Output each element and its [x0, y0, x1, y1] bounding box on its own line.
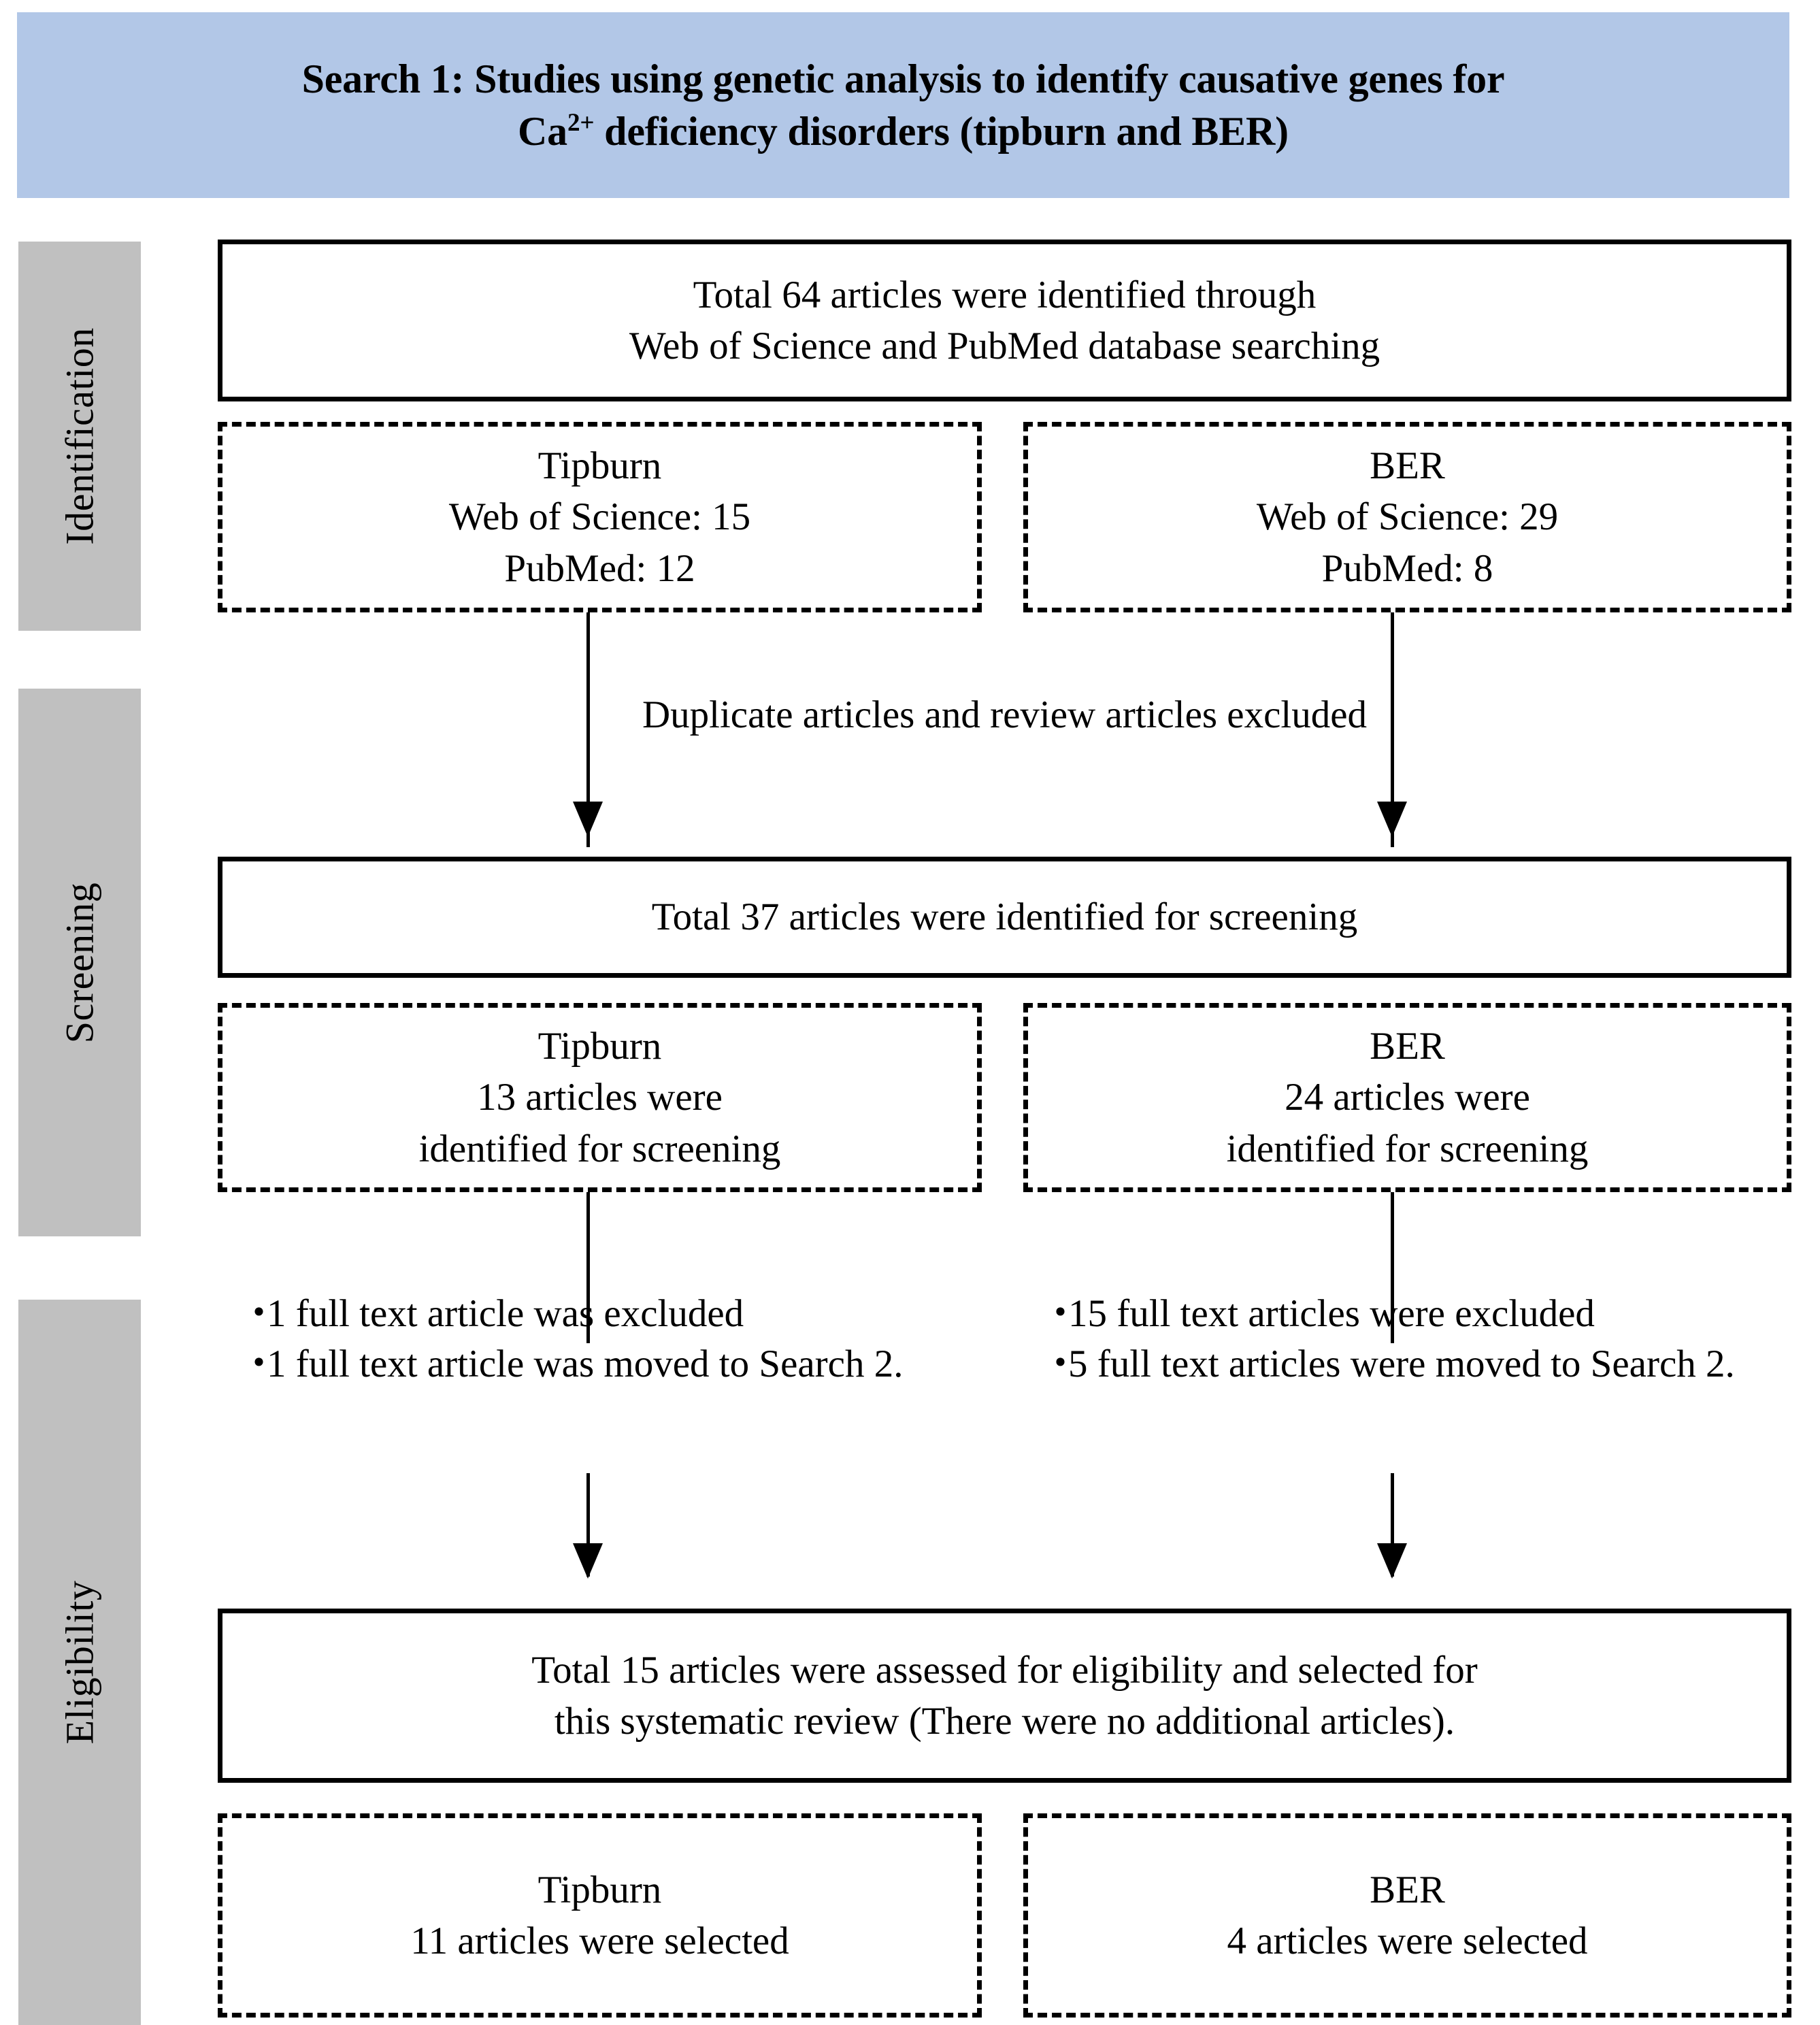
connector-line-ber-lower	[1391, 745, 1394, 847]
connector-line-tipburn-eligibility-lower	[586, 1473, 590, 1577]
total-screening-line-1: Total 37 articles were identified for sc…	[651, 895, 1358, 939]
connector-line-ber-eligibility-lower	[1391, 1473, 1394, 1577]
tipburn-screening-title: Tipburn	[537, 1025, 662, 1068]
box-tipburn-identification-text: Tipburn Web of Science: 15 PubMed: 12	[435, 436, 764, 598]
exclusion-item-ber-1: ・ 15 full text articles were excluded	[1041, 1289, 1796, 1339]
stage-band-eligibility: Eligibility	[18, 1300, 141, 2025]
stage-label-screening: Screening	[57, 882, 102, 1043]
diagram-title-text: Search 1: Studies using genetic analysis…	[261, 53, 1546, 158]
tipburn-identification-wos: Web of Science: 15	[448, 495, 751, 539]
bullet-dot-icon: ・	[239, 1292, 278, 1335]
stage-band-screening: Screening	[18, 689, 141, 1236]
tipburn-selected-line-1: 11 articles were selected	[410, 1920, 789, 1962]
box-ber-selected-text: BER 4 articles were selected	[1213, 1860, 1601, 1971]
exclusion-item-ber-2: ・ 5 full text articles were moved to Sea…	[1041, 1339, 1796, 1389]
bullet-dot-icon: ・	[239, 1343, 278, 1386]
box-tipburn-screening-text: Tipburn 13 articles were identified for …	[406, 1017, 795, 1179]
title-line-2-suffix: deficiency disorders (tipburn and BER)	[594, 108, 1289, 154]
exclusion-item-tipburn-2-text: 1 full text article was moved to Search …	[267, 1343, 904, 1386]
connector-line-ber-eligibility-upper	[1391, 1192, 1394, 1343]
box-total-eligibility-text: Total 15 articles were assessed for elig…	[518, 1641, 1491, 1751]
arrowhead-ber-to-eligibility	[1377, 1543, 1407, 1579]
box-tipburn-selected-text: Tipburn 11 articles were selected	[397, 1860, 803, 1971]
exclusion-item-tipburn-1: ・ 1 full text article was excluded	[239, 1289, 981, 1339]
tipburn-screening-line-1: 13 articles were	[477, 1076, 723, 1119]
title-line-1: Search 1: Studies using genetic analysis…	[301, 56, 1505, 101]
box-ber-screening: BER 24 articles were identified for scre…	[1023, 1003, 1791, 1192]
tipburn-identification-title: Tipburn	[537, 444, 662, 488]
arrowhead-ber-to-screening	[1377, 802, 1407, 837]
ber-identification-pubmed: PubMed: 8	[1321, 546, 1493, 590]
box-tipburn-selected: Tipburn 11 articles were selected	[218, 1813, 982, 2018]
exclusion-item-ber-2-text: 5 full text articles were moved to Searc…	[1068, 1343, 1735, 1386]
connector-line-tipburn-eligibility-upper	[586, 1192, 590, 1343]
box-ber-selected: BER 4 articles were selected	[1023, 1813, 1791, 2018]
exclusion-item-tipburn-2: ・ 1 full text article was moved to Searc…	[239, 1339, 981, 1389]
ber-selected-line-1: 4 articles were selected	[1227, 1920, 1588, 1962]
title-line-2-prefix: Ca	[518, 108, 567, 154]
exclusion-item-ber-1-text: 15 full text articles were excluded	[1068, 1292, 1595, 1335]
exclusion-list-tipburn: ・ 1 full text article was excluded ・ 1 f…	[239, 1289, 981, 1389]
box-total-eligibility: Total 15 articles were assessed for elig…	[218, 1609, 1791, 1783]
bullet-dot-icon: ・	[1041, 1343, 1080, 1386]
bullet-dot-icon: ・	[1041, 1292, 1080, 1335]
box-tipburn-identification: Tipburn Web of Science: 15 PubMed: 12	[218, 422, 982, 612]
arrowhead-tipburn-to-eligibility	[573, 1543, 603, 1579]
box-tipburn-screening: Tipburn 13 articles were identified for …	[218, 1003, 982, 1192]
diagram-title-banner: Search 1: Studies using genetic analysis…	[17, 12, 1789, 198]
ber-selected-title: BER	[1370, 1868, 1445, 1911]
box-ber-identification: BER Web of Science: 29 PubMed: 8	[1023, 422, 1791, 612]
box-total-identified-text: Total 64 articles were identified throug…	[616, 265, 1393, 376]
exclusion-caption-duplicates: Duplicate articles and review articles e…	[642, 693, 1368, 736]
box-ber-screening-text: BER 24 articles were identified for scre…	[1213, 1017, 1602, 1179]
box-ber-identification-text: BER Web of Science: 29 PubMed: 8	[1243, 436, 1572, 598]
ber-screening-line-2: identified for screening	[1226, 1127, 1589, 1170]
exclusion-list-ber: ・ 15 full text articles were excluded ・ …	[1041, 1289, 1796, 1389]
ber-screening-line-1: 24 articles were	[1285, 1076, 1530, 1119]
total-eligibility-line-1: Total 15 articles were assessed for elig…	[531, 1648, 1478, 1692]
total-identified-line-2: Web of Science and PubMed database searc…	[629, 325, 1380, 367]
title-superscript-charge: 2+	[567, 108, 595, 137]
box-total-screening-text: Total 37 articles were identified for sc…	[638, 887, 1371, 946]
stage-label-eligibility: Eligibility	[57, 1580, 102, 1745]
connector-line-tipburn-lower	[586, 745, 590, 847]
box-total-identified: Total 64 articles were identified throug…	[218, 240, 1791, 401]
connector-line-tipburn-upper	[586, 612, 590, 745]
ber-screening-title: BER	[1370, 1025, 1445, 1068]
ber-identification-wos: Web of Science: 29	[1256, 495, 1559, 539]
stage-label-identification: Identification	[57, 327, 102, 545]
tipburn-selected-title: Tipburn	[537, 1868, 662, 1911]
total-eligibility-line-2: this systematic review (There were no ad…	[554, 1700, 1455, 1743]
ber-identification-title: BER	[1370, 444, 1445, 488]
tipburn-screening-line-2: identified for screening	[418, 1127, 781, 1170]
stage-band-identification: Identification	[18, 242, 141, 631]
box-total-screening: Total 37 articles were identified for sc…	[218, 857, 1791, 978]
tipburn-identification-pubmed: PubMed: 12	[504, 546, 695, 590]
total-identified-line-1: Total 64 articles were identified throug…	[693, 273, 1317, 316]
connector-line-ber-upper	[1391, 612, 1394, 745]
arrowhead-tipburn-to-screening	[573, 802, 603, 837]
exclusion-item-tipburn-1-text: 1 full text article was excluded	[267, 1292, 744, 1335]
